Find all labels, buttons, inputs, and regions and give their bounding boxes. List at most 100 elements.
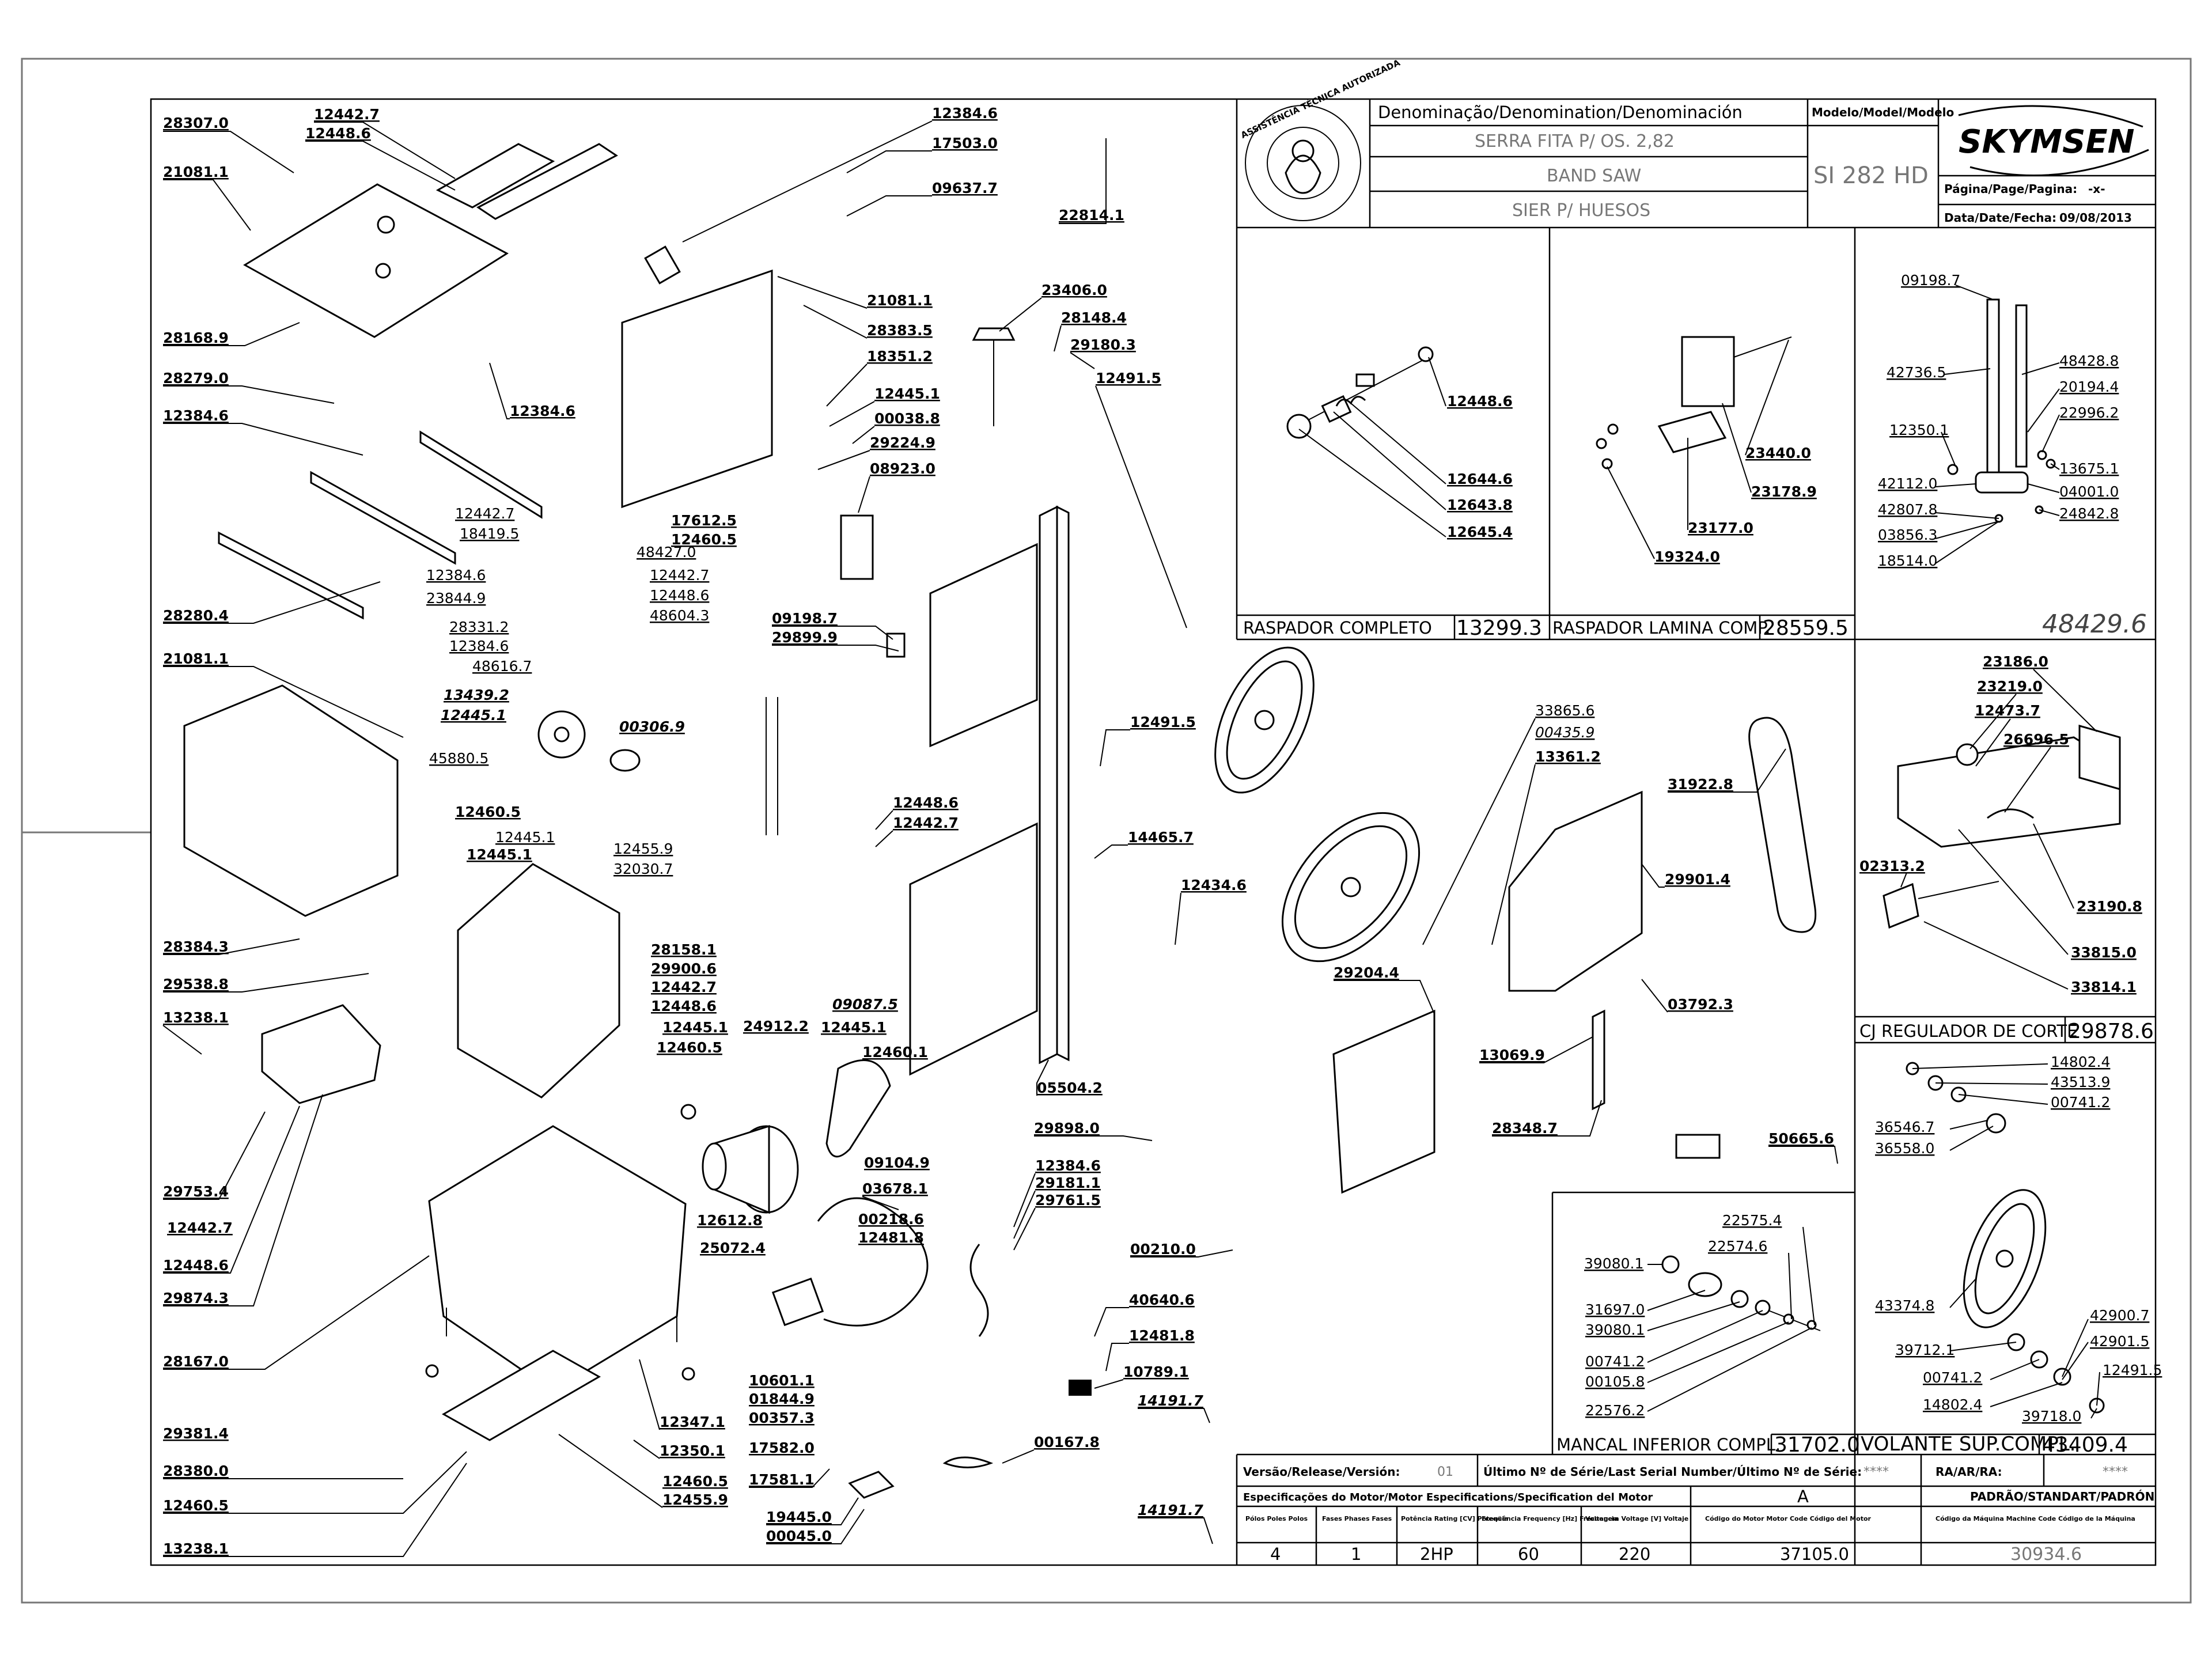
lbl-main-17: 29224.9	[870, 434, 935, 451]
lbl-main-110: 12455.9	[662, 1491, 728, 1508]
spec-label-poles: Pólos Poles Polos	[1245, 1515, 1308, 1522]
lbl-main-70: 12460.1	[862, 1044, 928, 1060]
lower-side-panel	[183, 684, 399, 917]
upper-wheel-drawing	[1906, 1062, 2105, 1414]
lbl-rc-2: 12643.8	[1447, 497, 1513, 513]
lbl-main-20: 28148.4	[1061, 309, 1127, 326]
lbl-main-19: 23406.0	[1041, 282, 1107, 298]
regulador-title: CJ REGULADOR DE CORTE	[1859, 1021, 2077, 1041]
name-pt: SERRA FITA P/ OS. 2,82	[1475, 131, 1675, 151]
lbl-main-100: 00357.3	[749, 1410, 815, 1426]
lbl-main-85: 29181.1	[1035, 1175, 1101, 1191]
mancal-title: MANCAL INFERIOR COMPL.	[1556, 1435, 1781, 1455]
serial-value: ****	[1863, 1465, 1889, 1479]
lbl-gd-5: 12350.1	[1889, 422, 1949, 438]
lbl-main-4: 17503.0	[932, 135, 998, 151]
drive-belt	[825, 1059, 891, 1158]
raspador-lamina-code: 28559.5	[1763, 616, 1849, 640]
spec-value-machine-code: 30934.6	[2010, 1544, 2082, 1565]
lbl-main-105: 28380.0	[163, 1463, 229, 1479]
lbl-mi-4: 39080.1	[1585, 1321, 1645, 1338]
lbl-main-90: 25072.4	[700, 1240, 766, 1256]
lbl-rg-7: 33814.1	[2071, 979, 2137, 995]
ra-label: RA/AR/RA:	[1936, 1465, 2002, 1479]
lbl-main-59: 28384.3	[163, 938, 229, 955]
lbl-gd-3: 20194.4	[2059, 378, 2119, 395]
warning-label	[1675, 1134, 1721, 1159]
lbl-mi-6: 00105.8	[1585, 1373, 1645, 1390]
lbl-main-29: 12448.6	[650, 587, 709, 604]
lbl-main-103: 17582.0	[749, 1440, 815, 1456]
lbl-vs-0: 14802.4	[2051, 1054, 2110, 1070]
ra-value: ****	[2103, 1465, 2128, 1479]
lbl-main-44: 12445.1	[495, 829, 555, 846]
lbl-main-25: 48427.0	[637, 544, 696, 560]
spec-value-motor-code: 37105.0	[1780, 1544, 1849, 1564]
lbl-main-79: 12442.7	[167, 1219, 233, 1236]
lbl-main-50: 31922.8	[1668, 776, 1733, 793]
lbl-main-31: 48604.3	[650, 607, 709, 624]
lbl-main-98: 01844.9	[749, 1391, 815, 1407]
spec-label-phases: Fases Phases Fases	[1322, 1515, 1392, 1522]
lbl-main-78: 29753.4	[163, 1183, 229, 1200]
lbl-vs-7: 42901.5	[2090, 1333, 2149, 1350]
lbl-main-34: 17612.5	[671, 512, 737, 529]
lbl-main-60: 28158.1	[651, 941, 717, 958]
lbl-main-32: 12384.6	[449, 638, 509, 654]
lbl-rg-4: 02313.2	[1859, 858, 1925, 874]
volante-title: VOLANTE SUP.COMPL.	[1861, 1433, 2075, 1456]
spec-value-frequency: 60	[1518, 1544, 1539, 1564]
raspador-completo-title: RASPADOR COMPLETO	[1243, 618, 1432, 638]
lbl-main-80: 12448.6	[163, 1257, 229, 1274]
date-value: 09/08/2013	[2059, 211, 2132, 225]
subassembly-panels: RASPADOR COMPLETO 13299.3 RASPADOR LAMIN…	[1236, 228, 2162, 1565]
lbl-gd-9: 42807.8	[1878, 501, 1937, 518]
standard-header: PADRÃO/STANDART/PADRÓN	[1970, 1490, 2154, 1503]
page-frame	[21, 58, 2192, 1604]
electrical-panel	[771, 1277, 824, 1327]
head-plate	[929, 543, 1038, 748]
lbl-main-16: 00038.8	[874, 410, 940, 427]
lower-bearing-drawing	[1661, 1255, 1821, 1331]
lbl-main-76: 29898.0	[1034, 1120, 1100, 1137]
spec-label-machine-code: Código da Máquina Machine Code Código de…	[1936, 1515, 2135, 1522]
lbl-main-10: 28279.0	[163, 370, 229, 387]
upper-side-cover	[621, 269, 773, 509]
drive-pulley	[537, 710, 586, 759]
lbl-mi-5: 00741.2	[1585, 1353, 1645, 1370]
lbl-vs-10: 12491.5	[2103, 1362, 2162, 1378]
lbl-gd-8: 04001.0	[2059, 483, 2119, 500]
lbl-main-99: 14191.7	[1138, 1392, 1203, 1409]
lbl-main-48: 00435.9	[1535, 724, 1594, 741]
lbl-main-52: 12448.6	[893, 794, 959, 811]
column	[1039, 505, 1058, 1065]
release-motor-table: Versão/Release/Versión: 01 Último Nº de …	[1237, 1455, 2156, 1565]
lbl-main-49: 13361.2	[1535, 748, 1601, 765]
lbl-main-84: 12384.6	[1035, 1157, 1101, 1174]
lbl-rg-6: 33815.0	[2071, 944, 2137, 961]
lbl-main-9: 12384.6	[510, 403, 575, 419]
spec-label-rating: Potência Rating [CV] Potencia	[1401, 1515, 1509, 1522]
lbl-main-53: 12442.7	[893, 815, 959, 831]
lower-plate	[909, 822, 1038, 1076]
lbl-main-68: 12445.1	[821, 1019, 887, 1036]
lbl-main-5: 09637.7	[932, 180, 998, 196]
lbl-main-18: 08923.0	[870, 460, 935, 477]
lbl-mi-7: 22576.2	[1585, 1402, 1645, 1419]
lbl-main-27: 12442.7	[650, 567, 709, 584]
lbl-main-82: 09104.9	[864, 1154, 930, 1171]
lower-wheel-cover	[1332, 1009, 1435, 1194]
lbl-main-72: 29204.4	[1334, 964, 1399, 981]
main-leader-lines	[162, 120, 1838, 1557]
lbl-vs-5: 43374.8	[1875, 1297, 1934, 1314]
lbl-main-113: 13238.1	[163, 1540, 229, 1557]
lbl-main-33: 48616.7	[472, 658, 532, 675]
spec-value-rating: 2HP	[1420, 1544, 1453, 1564]
blade-guide-drawing	[1947, 298, 2056, 523]
lbl-main-13: 28383.5	[867, 322, 933, 339]
spec-label-motor-code: Código do Motor Motor Code Código del Mo…	[1705, 1515, 1872, 1522]
motor	[680, 1104, 799, 1214]
mancal-code: 31702.0	[1774, 1433, 1860, 1457]
lbl-main-87: 12612.8	[697, 1212, 763, 1229]
lbl-gd-6: 13675.1	[2059, 460, 2119, 477]
